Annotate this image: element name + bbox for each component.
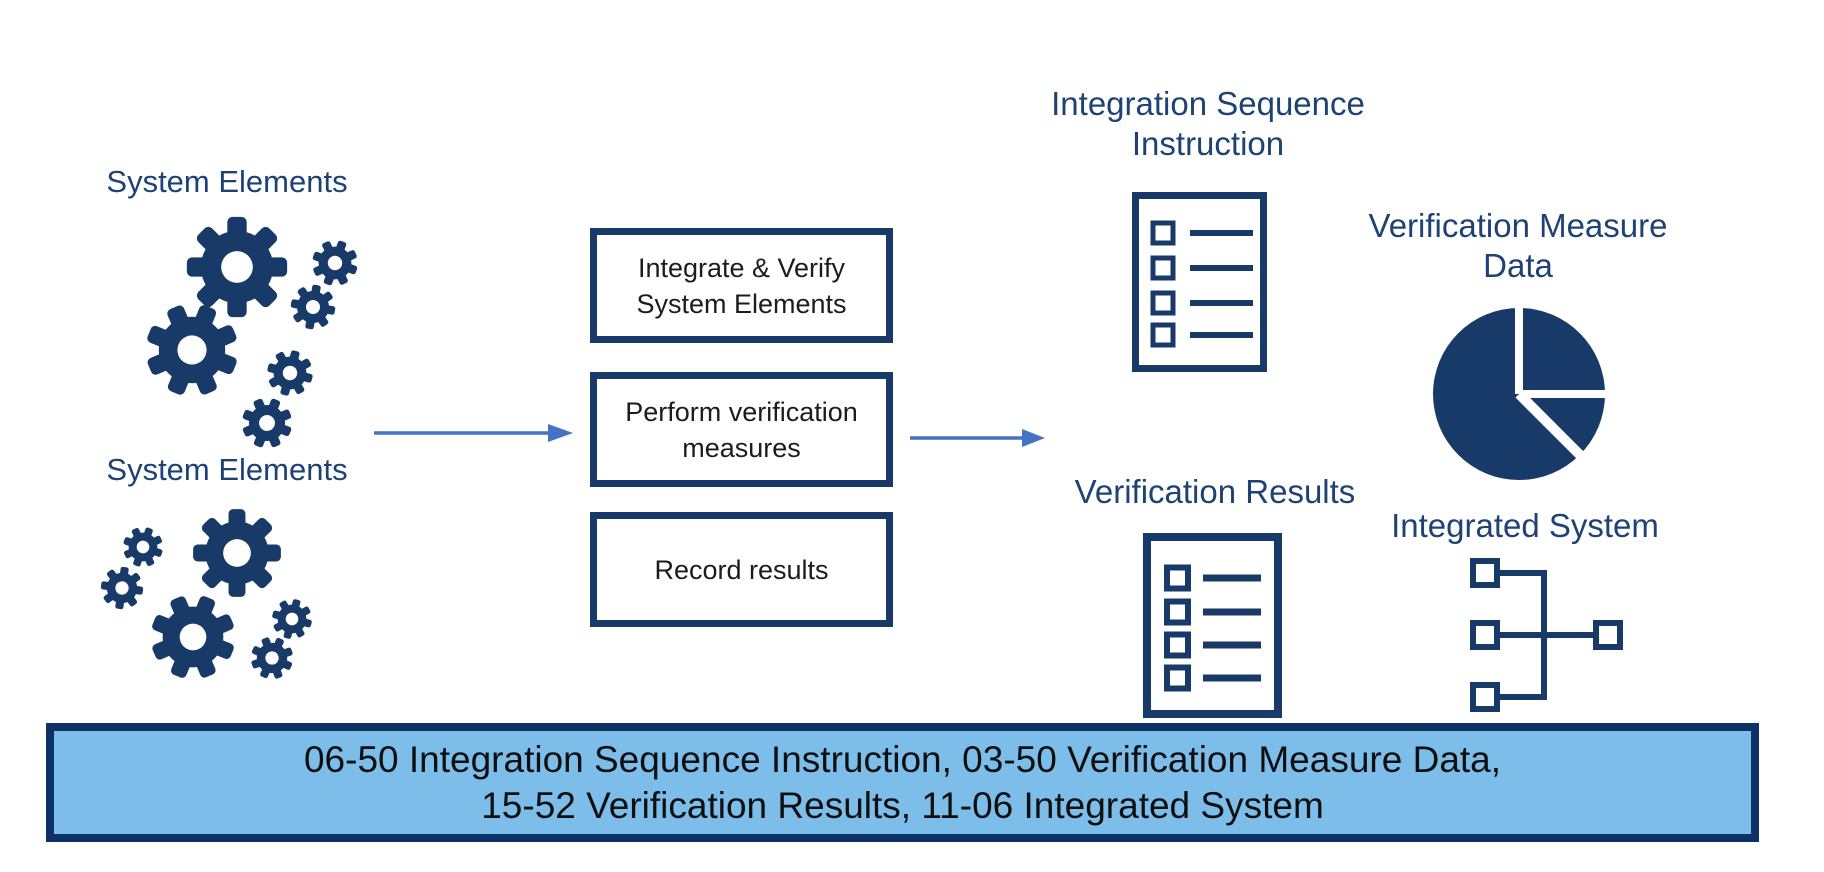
checklist-icon-verification-results: [1143, 533, 1282, 718]
verification-measure-data-title: Verification Measure Data: [1368, 207, 1668, 284]
process-box-line: Integrate & Verify: [637, 252, 846, 283]
integrated-system-title: Integrated System: [1391, 507, 1659, 544]
banner-line-2: 15-52 Verification Results, 11-06 Integr…: [481, 784, 1324, 826]
process-box-integrate-verify: Integrate & Verify System Elements: [590, 228, 893, 343]
banner-line-1: 06-50 Integration Sequence Instruction, …: [303, 738, 1502, 780]
checklist-icon-integration-sequence: [1132, 192, 1267, 372]
arrow-process-to-outputs-icon: [910, 429, 1045, 447]
system-elements-label-bottom: System Elements: [106, 452, 348, 487]
process-box-line: Perform verification: [625, 396, 858, 427]
arrow-left-to-process-icon: [374, 424, 573, 442]
process-box-record-results: Record results: [590, 512, 893, 627]
process-box-perform-verification: Perform verification measures: [590, 372, 893, 487]
hierarchy-icon: [1470, 558, 1623, 712]
gears-icon-bottom: [98, 509, 317, 690]
process-box-line: System Elements: [636, 288, 847, 319]
integration-sequence-instruction-title: Integration Sequence Instruction: [1051, 85, 1365, 162]
system-elements-label-top: System Elements: [106, 164, 348, 199]
verification-results-title: Verification Results: [1074, 473, 1356, 510]
gears-icon-top: [131, 216, 365, 455]
process-box-line: measures: [682, 432, 801, 463]
data-items-banner: 06-50 Integration Sequence Instruction, …: [46, 723, 1759, 842]
process-box-line: Record results: [654, 554, 829, 585]
pie-chart-icon: [1433, 306, 1607, 480]
